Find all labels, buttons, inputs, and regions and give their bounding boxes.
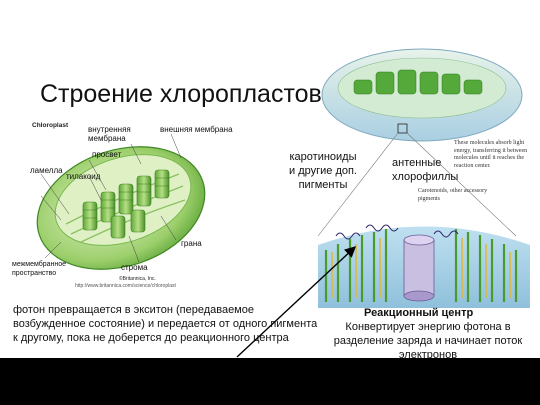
bottom-bar	[0, 358, 540, 405]
label-thylakoid: тилакоид	[66, 172, 101, 181]
label-outer-membrane: внешняя мембрана	[160, 125, 233, 134]
label-lumen: просвет	[92, 150, 122, 159]
label-antenna-chlorophylls: антенные хлорофиллы	[392, 157, 459, 183]
reaction-center-title: Реакционный центр	[364, 307, 474, 319]
thylakoid-figure	[316, 40, 532, 360]
label-inner-membrane: внутренняя мембрана	[88, 125, 131, 143]
label-grana: грана	[181, 239, 202, 248]
label-chloroplast: Chloroplast	[32, 122, 69, 129]
label-carotenoids: каротиноиды и другие доп. пигменты	[289, 151, 357, 191]
exciton-caption: фотон превращается в экситон (передаваем…	[13, 304, 318, 344]
slide-title: Строение хлоропластов	[40, 80, 322, 108]
label-lamella: ламелла	[30, 166, 63, 175]
chloroplast-figure	[11, 116, 209, 292]
figure-text-carotenoids: Carotenoids, other accessory pigments	[418, 188, 488, 202]
label-stroma: строма	[121, 263, 148, 272]
label-copyright: ©Britannica, Inc.	[119, 276, 156, 282]
reaction-center-body: Конвертирует энергию фотона в разделение…	[333, 321, 523, 361]
figure-text-molecules: These molecules absorb light energy, tra…	[454, 140, 528, 169]
thylakoid-drawing	[317, 48, 530, 308]
chloroplast-drawing	[36, 133, 206, 270]
source-url: http://www.britannica.com/science/chloro…	[75, 283, 176, 289]
label-intermembrane: межмембранное пространство	[12, 261, 67, 277]
